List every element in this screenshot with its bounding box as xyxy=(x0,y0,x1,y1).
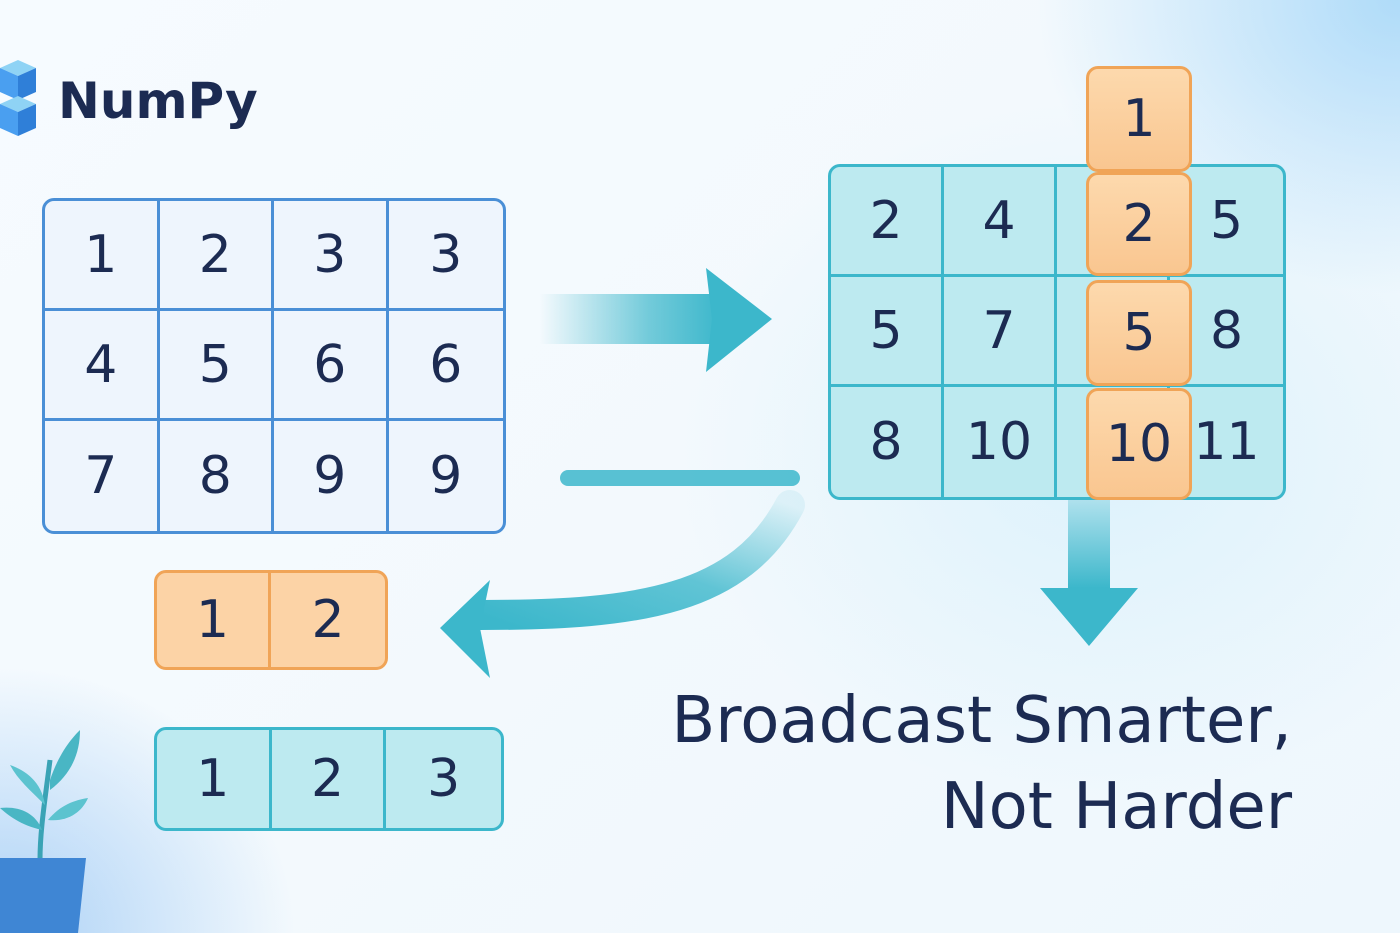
vector-teal-cell: 2 xyxy=(272,730,387,828)
connector-line xyxy=(560,470,800,486)
tagline-line2: Not Harder xyxy=(671,764,1292,850)
matrix-a-cell: 3 xyxy=(274,201,389,311)
matrix-a-cell: 1 xyxy=(45,201,160,311)
matrix-a-cell: 6 xyxy=(274,311,389,421)
vector-teal-cell: 3 xyxy=(386,730,501,828)
matrix-a-cell: 7 xyxy=(45,421,160,531)
broadcast-cell: 1 xyxy=(1086,66,1192,172)
result-cell: 8 xyxy=(831,387,944,497)
matrix-a-cell: 3 xyxy=(389,201,504,311)
matrix-a: 1 2 3 3 4 5 6 6 7 8 9 9 xyxy=(42,198,506,534)
matrix-a-cell: 2 xyxy=(160,201,275,311)
vector-teal: 1 2 3 xyxy=(154,727,504,831)
vector-orange-cell: 2 xyxy=(271,573,385,667)
matrix-a-cell: 9 xyxy=(274,421,389,531)
matrix-a-cell: 9 xyxy=(389,421,504,531)
broadcast-cell: 2 xyxy=(1086,172,1192,276)
vector-orange: 1 2 xyxy=(154,570,388,670)
arrow-right xyxy=(540,268,772,372)
tagline: Broadcast Smarter, Not Harder xyxy=(671,678,1292,850)
vector-orange-cell: 1 xyxy=(157,573,271,667)
plant-icon xyxy=(0,720,100,933)
result-cell: 5 xyxy=(831,277,944,387)
result-cell: 10 xyxy=(944,387,1057,497)
broadcast-cell: 5 xyxy=(1086,280,1192,386)
matrix-a-cell: 4 xyxy=(45,311,160,421)
matrix-a-cell: 5 xyxy=(160,311,275,421)
matrix-a-cell: 8 xyxy=(160,421,275,531)
result-cell: 2 xyxy=(831,167,944,277)
arrow-down xyxy=(1040,500,1138,646)
result-cell: 4 xyxy=(944,167,1057,277)
tagline-line1: Broadcast Smarter, xyxy=(671,678,1292,764)
matrix-result: 2 4 5 5 7 8 8 10 11 xyxy=(828,164,1286,500)
broadcast-cell: 10 xyxy=(1086,388,1192,500)
matrix-a-cell: 6 xyxy=(389,311,504,421)
vector-teal-cell: 1 xyxy=(157,730,272,828)
result-cell: 7 xyxy=(944,277,1057,387)
